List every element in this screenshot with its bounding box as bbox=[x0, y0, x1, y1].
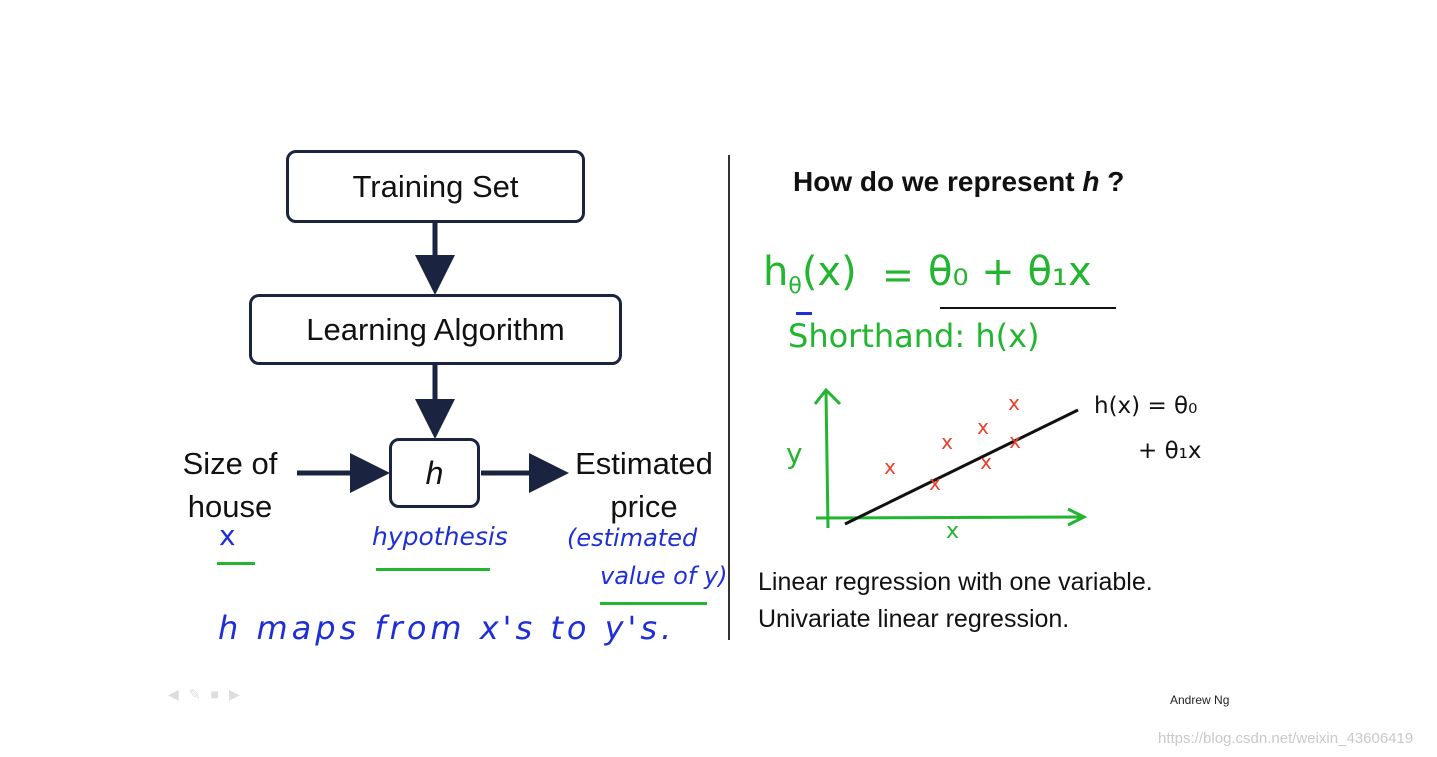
plot-x-label: x bbox=[946, 519, 960, 544]
training-set-label: Training Set bbox=[352, 168, 519, 204]
prev-arrow-icon[interactable]: ◀ bbox=[168, 686, 179, 702]
training-set-box: Training Set bbox=[286, 150, 585, 223]
plot-line-label-1: h(x) = θ₀ bbox=[1094, 393, 1198, 419]
learning-algorithm-label: Learning Algorithm bbox=[306, 311, 565, 347]
plot-fit-line bbox=[844, 408, 1079, 526]
input-label-line1: Size of bbox=[182, 446, 278, 481]
input-label: Size of house bbox=[170, 442, 290, 528]
caption-line-1: Linear regression with one variable. bbox=[758, 568, 1153, 596]
scatter-point: x bbox=[980, 450, 992, 474]
output-label-line1: Estimated bbox=[575, 446, 713, 481]
formula-rhs: θ₀ + θ₁x bbox=[928, 249, 1092, 295]
formula-lhs-arg: (x) bbox=[801, 249, 857, 295]
plot-y-axis-head bbox=[813, 387, 842, 406]
question-prefix: How do we represent bbox=[793, 166, 1083, 197]
handwritten-hypothesis: hypothesis bbox=[372, 522, 508, 551]
plot-x-axis bbox=[815, 515, 1083, 520]
plot-y-axis bbox=[824, 391, 830, 529]
plot-line-label-2: + θ₁x bbox=[1138, 438, 1202, 464]
formula-shorthand: Shorthand: h(x) bbox=[788, 317, 1040, 355]
question-symbol: h bbox=[1082, 166, 1100, 197]
formula-lhs: hθ(x) bbox=[763, 252, 857, 298]
formula-lhs-subscript: θ bbox=[788, 274, 802, 299]
vertical-divider bbox=[728, 155, 730, 640]
handwritten-estimated-line2: value of y) bbox=[600, 562, 728, 590]
next-arrow-icon[interactable]: ▶ bbox=[228, 686, 240, 702]
caption-line-2: Univariate linear regression. bbox=[758, 605, 1070, 633]
scatter-point: x bbox=[1008, 391, 1020, 415]
scatter-point: x bbox=[977, 415, 989, 439]
underline-x bbox=[217, 562, 255, 565]
hypothesis-symbol: h bbox=[425, 454, 444, 491]
underline-shorthand-s bbox=[796, 312, 812, 315]
plot-x-axis-head bbox=[1067, 507, 1088, 527]
author-credit: Andrew Ng bbox=[1170, 693, 1230, 707]
handwritten-x: x bbox=[219, 519, 236, 552]
handwritten-estimated-line1: (estimated bbox=[567, 524, 698, 552]
plot-y-label: y bbox=[786, 437, 803, 470]
input-label-line2: house bbox=[187, 489, 273, 524]
underline-formula bbox=[940, 307, 1116, 309]
pen-icon[interactable]: ✎ bbox=[188, 686, 201, 702]
formula-lhs-base: h bbox=[763, 249, 789, 295]
scatter-point: x bbox=[941, 430, 953, 454]
scatter-point: x bbox=[929, 471, 941, 495]
learning-algorithm-box: Learning Algorithm bbox=[249, 294, 622, 365]
watermark-url: https://blog.csdn.net/weixin_43606419 bbox=[1158, 730, 1414, 747]
scatter-point: x bbox=[884, 455, 896, 479]
formula-equals: = bbox=[882, 253, 914, 297]
menu-icon[interactable]: ■ bbox=[210, 686, 219, 702]
question-suffix: ? bbox=[1099, 166, 1125, 197]
scatter-point: x bbox=[1009, 429, 1021, 453]
underline-hypothesis bbox=[376, 568, 490, 571]
output-label-line2: price bbox=[610, 489, 678, 524]
section-question: How do we represent h ? bbox=[793, 166, 1124, 198]
handwritten-maps-sentence: h maps from x's to y's. bbox=[218, 609, 676, 647]
hypothesis-box: h bbox=[389, 438, 480, 508]
slide-nav-controls[interactable]: ◀ ✎ ■ ▶ bbox=[168, 686, 240, 703]
underline-estimated bbox=[600, 602, 707, 605]
output-label: Estimated price bbox=[568, 442, 720, 528]
